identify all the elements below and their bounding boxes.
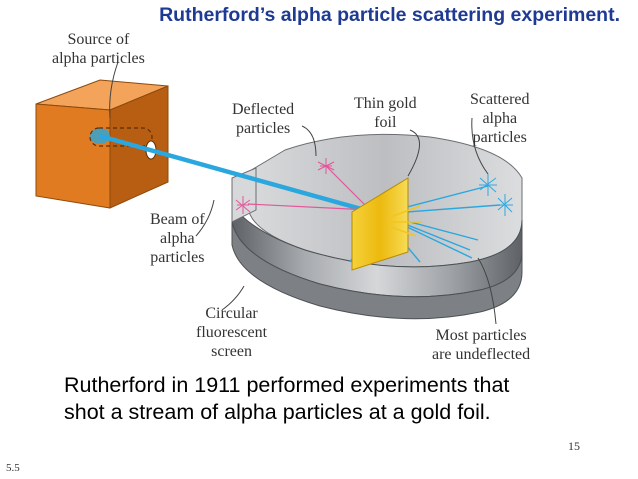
label-screen-line3: screen (211, 343, 252, 360)
alpha-source-box (35, 79, 169, 209)
slide-title: Rutherford’s alpha particle scattering e… (159, 4, 620, 26)
flash-blue-right2 (497, 194, 513, 216)
label-screen: Circular fluorescent screen (196, 304, 267, 361)
page-number: 15 (568, 439, 580, 453)
label-most-line1: Most particles (435, 327, 527, 344)
label-foil-line1: Thin gold (354, 95, 417, 112)
label-source-line1: Source of (67, 31, 130, 48)
alpha-beam (99, 133, 373, 215)
label-most: Most particles are undeflected (432, 326, 530, 364)
label-screen-line2: fluorescent (196, 324, 268, 341)
label-scattered-line1: Scattered (470, 91, 530, 108)
leader-lines (109, 61, 497, 325)
label-scattered-line3: particles (472, 129, 527, 146)
deflected-rays (247, 165, 371, 211)
label-most-line2: are undeflected (432, 346, 531, 363)
caption: Rutherford in 1911 performed experiments… (64, 372, 604, 426)
label-foil: Thin gold foil (354, 94, 417, 132)
flash-blue-right1 (479, 174, 497, 196)
label-screen-line1: Circular (205, 305, 258, 322)
caption-line1: Rutherford in 1911 performed experiments… (64, 373, 510, 397)
label-scattered: Scattered alpha particles (470, 90, 530, 147)
label-beam-line2: alpha (160, 230, 195, 247)
label-beam-line3: particles (150, 249, 205, 266)
label-scattered-line2: alpha (482, 110, 518, 127)
label-foil-line2: foil (374, 114, 397, 131)
slide-reference: 5.5 (6, 462, 20, 474)
label-beam: Beam of alpha particles (150, 210, 205, 267)
label-deflected: Deflected particles (232, 100, 294, 138)
flash-pink-left (235, 196, 251, 214)
caption-line2: shot a stream of alpha particles at a go… (64, 400, 491, 424)
gold-foil (351, 177, 409, 271)
label-deflected-line1: Deflected (232, 101, 295, 118)
flash-pink-top (317, 158, 335, 174)
label-beam-line1: Beam of (150, 211, 205, 228)
label-source-line2: alpha particles (52, 50, 145, 67)
label-source: Source of alpha particles (52, 30, 145, 68)
label-deflected-line2: particles (235, 120, 291, 137)
